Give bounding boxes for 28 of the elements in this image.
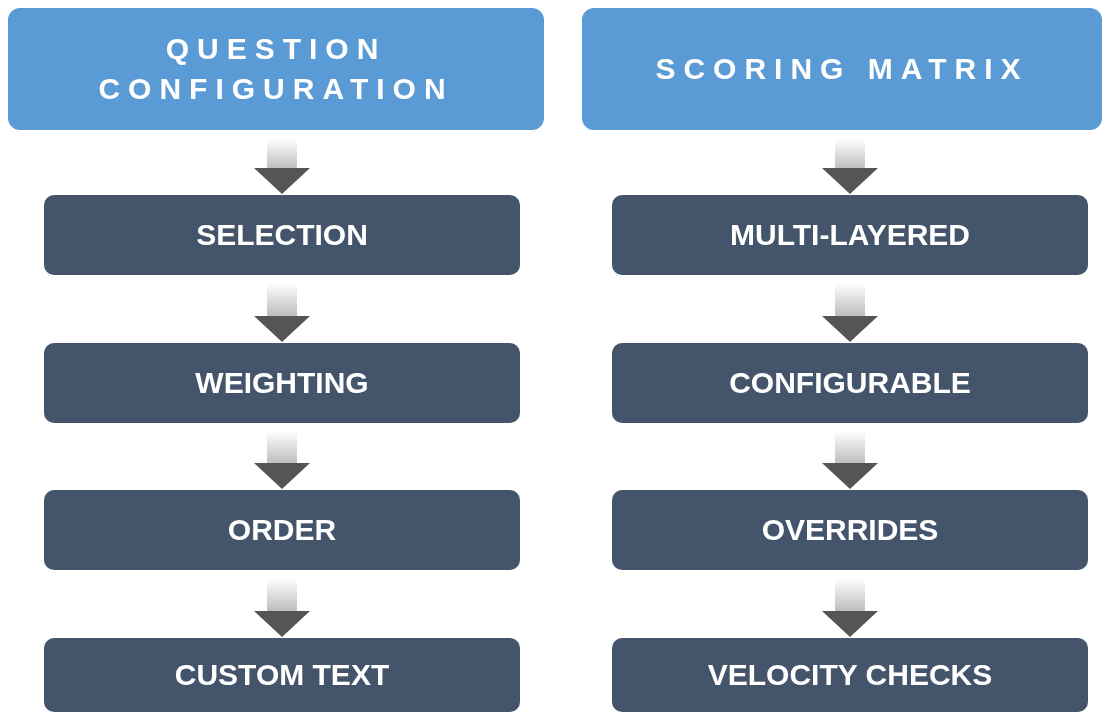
step-label: MULTI-LAYERED bbox=[730, 218, 970, 252]
section-title: QUESTION CONFIGURATION bbox=[97, 30, 455, 107]
step-box bbox=[44, 343, 520, 423]
arrow bbox=[254, 283, 310, 342]
arrow bbox=[254, 578, 310, 637]
step-label: CUSTOM TEXT bbox=[174, 658, 390, 692]
step-label: CONFIGURABLE bbox=[729, 366, 971, 400]
step-label: VELOCITY CHECKS bbox=[707, 658, 993, 692]
step-box bbox=[612, 490, 1088, 570]
step-box bbox=[612, 638, 1088, 712]
step-label: ORDER bbox=[227, 513, 337, 547]
step-label: SELECTION bbox=[196, 218, 368, 252]
arrow bbox=[822, 578, 878, 637]
header-box bbox=[582, 8, 1102, 130]
section-title: SCORING MATRIX bbox=[655, 50, 1029, 87]
step-box bbox=[44, 638, 520, 712]
arrow bbox=[254, 138, 310, 194]
step-box bbox=[44, 195, 520, 275]
step-box bbox=[44, 490, 520, 570]
step-label: WEIGHTING bbox=[195, 366, 369, 400]
step-label: OVERRIDES bbox=[761, 513, 939, 547]
step-box bbox=[612, 195, 1088, 275]
arrow bbox=[822, 138, 878, 194]
arrow bbox=[822, 431, 878, 489]
header-box bbox=[8, 8, 544, 130]
arrow bbox=[254, 431, 310, 489]
step-box bbox=[612, 343, 1088, 423]
arrow bbox=[822, 283, 878, 342]
